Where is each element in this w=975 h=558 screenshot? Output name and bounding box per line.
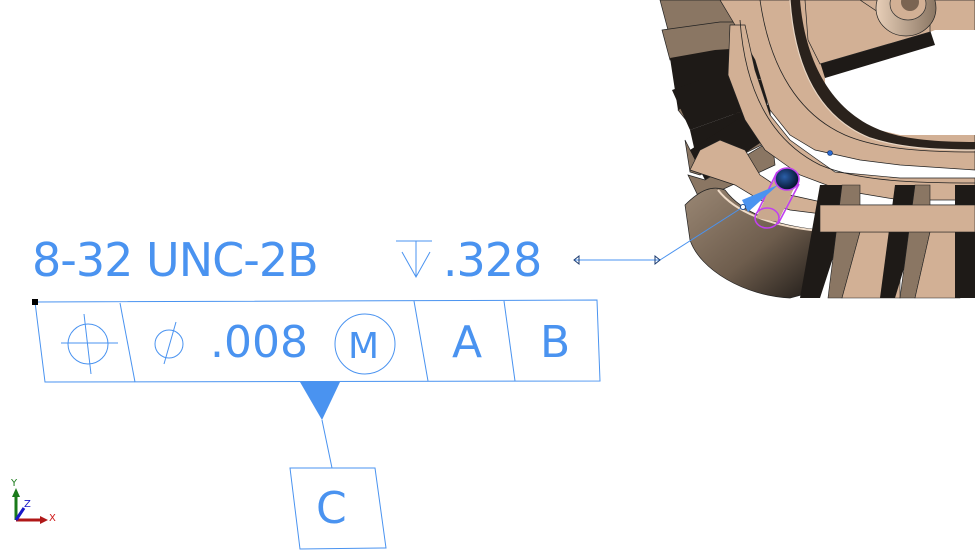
diameter-icon (154, 321, 184, 365)
datum-b: B (540, 317, 571, 368)
mmc-modifier-circle (334, 313, 396, 375)
leader-line[interactable] (573, 185, 778, 266)
position-icon (61, 313, 118, 375)
vertex-point[interactable] (827, 150, 833, 156)
depth-icon (396, 240, 432, 279)
triad-y-label: Y (11, 478, 18, 489)
hole-callout[interactable]: 8-32 UNC-2B .328 (32, 230, 542, 290)
datum-a: A (452, 317, 483, 368)
depth-value: .328 (442, 233, 542, 287)
datum-c-label: C (316, 483, 347, 534)
mmc-modifier: M (348, 326, 380, 367)
bottom-fins (800, 184, 975, 299)
datum-feature-symbol[interactable] (289, 382, 387, 550)
triad-x-label: X (49, 513, 56, 524)
triad-z-label: Z (24, 499, 31, 510)
thread-spec: 8-32 UNC-2B (32, 233, 319, 287)
tolerance-value: .008 (210, 317, 308, 368)
tapped-hole[interactable] (754, 167, 800, 229)
coordinate-triad[interactable] (12, 488, 48, 524)
inner-cutout (825, 30, 975, 135)
frame-handle[interactable] (32, 299, 38, 305)
base-cylinder (684, 187, 821, 299)
feature-control-frame[interactable] (34, 299, 601, 383)
